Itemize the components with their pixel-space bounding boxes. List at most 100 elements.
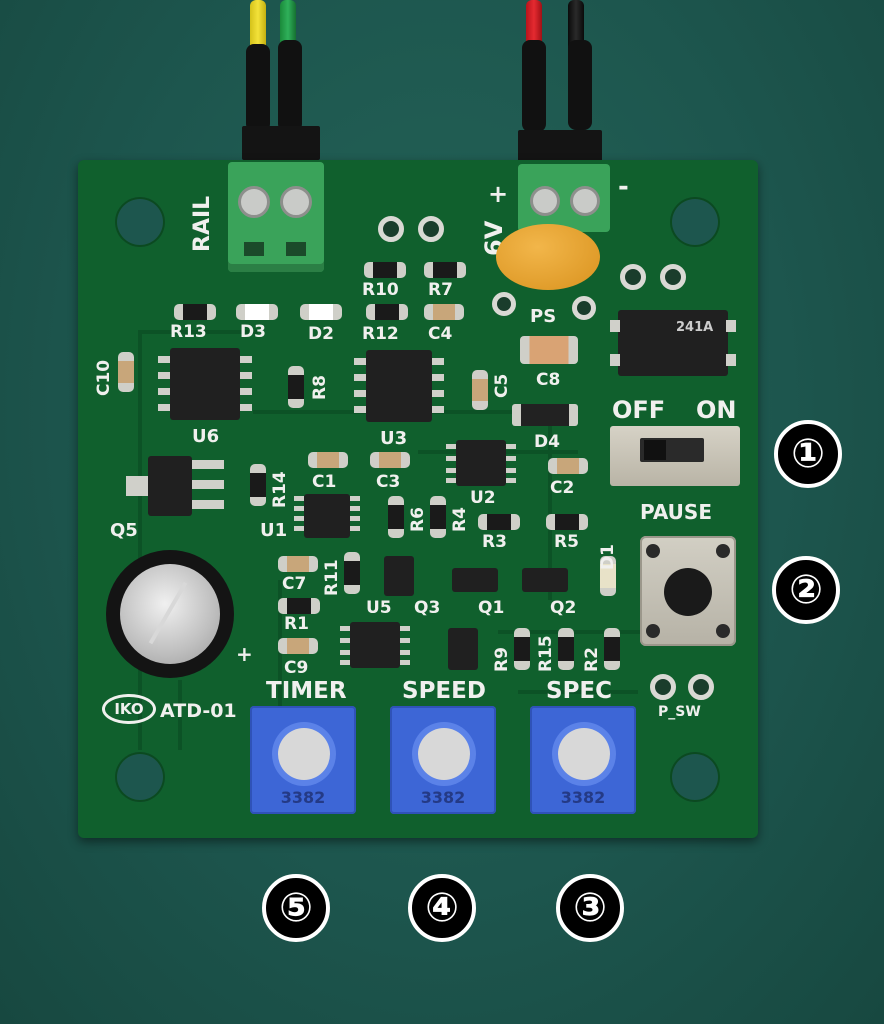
- pause-label: PAUSE: [640, 500, 712, 524]
- spec-label: SPEC: [546, 678, 613, 704]
- ps-label: PS: [530, 306, 557, 327]
- resistor-r8: [288, 366, 304, 408]
- model-label: ATD-01: [160, 700, 237, 722]
- transistor-q3: [384, 556, 414, 596]
- chip-u2: [456, 440, 506, 486]
- label-r1: R1: [284, 614, 309, 634]
- screw-icon: [280, 186, 312, 218]
- power-header: [518, 130, 602, 164]
- label-r11: R11: [322, 559, 342, 596]
- speed-trimmer-pot[interactable]: 3382: [390, 706, 496, 814]
- label-r5: R5: [554, 532, 579, 552]
- label-d1: D1: [598, 544, 618, 570]
- label-d4: D4: [534, 432, 560, 452]
- label-c2: C2: [550, 478, 575, 498]
- test-pad: [620, 264, 646, 290]
- pause-switch-label: P_SW: [658, 704, 701, 720]
- capacitor-c2: [548, 458, 588, 474]
- rail-wire-sleeve-1: [246, 44, 270, 132]
- spec-trimmer-pot[interactable]: 3382: [530, 706, 636, 814]
- screw-icon: [530, 186, 560, 216]
- electrolytic-capacitor: [106, 550, 234, 678]
- resistor-r3: [478, 514, 520, 530]
- label-r4: R4: [450, 507, 470, 532]
- test-pad: [418, 216, 444, 242]
- diode-d3: [236, 304, 278, 320]
- label-r2: R2: [582, 647, 602, 672]
- resistor-r11: [344, 552, 360, 594]
- capacitor-c5: [472, 370, 488, 410]
- label-u6: U6: [192, 426, 220, 447]
- label-c10: C10: [94, 359, 114, 396]
- callout-3: ③: [556, 874, 624, 942]
- test-pad: [660, 264, 686, 290]
- transistor-q4: [448, 628, 478, 670]
- resistor-r2: [604, 628, 620, 670]
- pot-code: 3382: [280, 788, 326, 807]
- test-pad: [378, 216, 404, 242]
- rail-wire-sleeve-2: [278, 40, 302, 132]
- rail-header: [242, 126, 320, 160]
- trimmer-dial-icon[interactable]: [558, 728, 610, 780]
- timer-trimmer-pot[interactable]: 3382: [250, 706, 356, 814]
- label-c5: C5: [492, 373, 512, 398]
- chip-u1: [304, 494, 350, 538]
- ceramic-capacitor: [496, 224, 600, 290]
- label-r3: R3: [482, 532, 507, 552]
- mount-hole-br: [670, 752, 720, 802]
- label-q2: Q2: [550, 598, 577, 618]
- label-r12: R12: [362, 324, 399, 344]
- diode-d1: [600, 556, 616, 596]
- screw-icon: [570, 186, 600, 216]
- label-d3: D3: [240, 322, 266, 342]
- label-d2: D2: [308, 324, 334, 344]
- rail-terminal-block: [228, 162, 324, 272]
- mount-hole-bl: [115, 752, 165, 802]
- mount-hole-tr: [670, 197, 720, 247]
- capacitor-c9: [278, 638, 318, 654]
- resistor-r7: [424, 262, 466, 278]
- capacitor-c10: [118, 352, 134, 392]
- resistor-r13: [174, 304, 216, 320]
- label-q3: Q3: [414, 598, 441, 618]
- label-c8: C8: [536, 370, 561, 390]
- resistor-r4: [430, 496, 446, 538]
- label-r13: R13: [170, 322, 207, 342]
- resistor-r1: [278, 598, 320, 614]
- label-u1: U1: [260, 520, 288, 541]
- label-r14: R14: [270, 471, 290, 508]
- trimmer-dial-icon[interactable]: [278, 728, 330, 780]
- resistor-r5: [546, 514, 588, 530]
- label-q5: Q5: [110, 520, 138, 541]
- trimmer-dial-icon[interactable]: [418, 728, 470, 780]
- screw-icon: [238, 186, 270, 218]
- minus-sign-label: -: [618, 172, 629, 202]
- transistor-q2: [522, 568, 568, 592]
- chip-u5: [350, 622, 400, 668]
- label-r8: R8: [310, 375, 330, 400]
- resistor-r12: [366, 304, 408, 320]
- power-terminal-block: [518, 164, 610, 232]
- label-c1: C1: [312, 472, 337, 492]
- switch-knob[interactable]: [644, 440, 666, 460]
- label-r10: R10: [362, 280, 399, 300]
- pause-push-button[interactable]: [640, 536, 736, 646]
- callout-1: ①: [774, 420, 842, 488]
- power-wire-sleeve-1: [522, 40, 546, 132]
- timer-label: TIMER: [266, 678, 347, 704]
- mount-hole-tl: [115, 197, 165, 247]
- logo-text: IKO: [114, 700, 144, 718]
- label-r6: R6: [408, 507, 428, 532]
- capacitor-c7: [278, 556, 318, 572]
- capacitor-c1: [308, 452, 348, 468]
- pot-code: 3382: [560, 788, 606, 807]
- cap-plus-label: +: [236, 642, 253, 666]
- chip-u3: [366, 350, 432, 422]
- button-cap[interactable]: [664, 568, 712, 616]
- label-c4: C4: [428, 324, 453, 344]
- test-pad: [572, 296, 596, 320]
- resistor-r9: [514, 628, 530, 670]
- switch-on-label: ON: [696, 396, 737, 424]
- switch-off-label: OFF: [612, 396, 666, 424]
- power-slide-switch[interactable]: [610, 426, 740, 486]
